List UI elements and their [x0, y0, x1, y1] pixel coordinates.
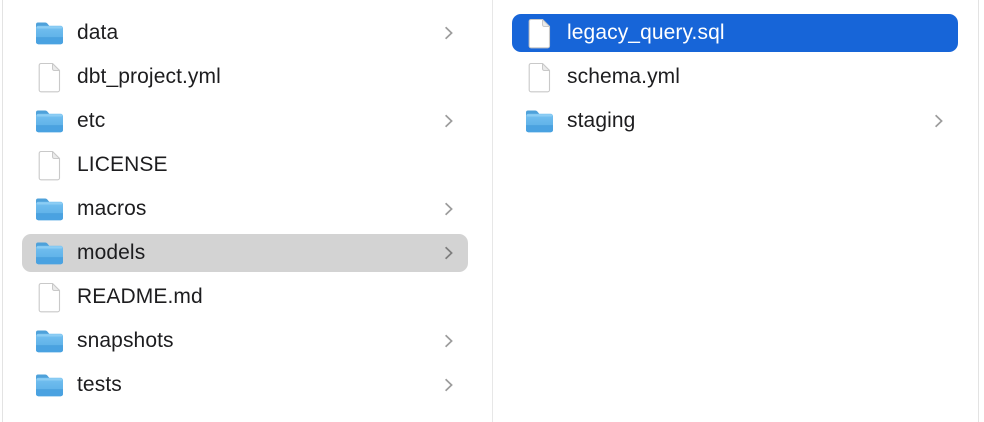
row-data[interactable]: data [22, 14, 468, 52]
row-macros[interactable]: macros [22, 190, 468, 228]
chevron-right-icon [443, 245, 454, 262]
file-name-label: schema.yml [567, 65, 681, 88]
window-right-border [978, 0, 979, 422]
file-name-label: README.md [77, 285, 203, 308]
file-name-label: models [77, 241, 146, 264]
row-staging[interactable]: staging [512, 102, 958, 140]
chevron-right-icon [443, 333, 454, 350]
chevron-right-icon [443, 201, 454, 218]
row-schema-yml[interactable]: schema.yml [512, 58, 958, 96]
row-readme-md[interactable]: README.md [22, 278, 468, 316]
chevron-right-icon [933, 113, 944, 130]
chevron-right-icon [443, 377, 454, 394]
folder-icon [33, 372, 65, 398]
row-tests[interactable]: tests [22, 366, 468, 404]
row-snapshots[interactable]: snapshots [22, 322, 468, 360]
file-name-label: data [77, 21, 119, 44]
chevron-right-icon [443, 25, 454, 42]
column-divider[interactable] [492, 0, 493, 422]
file-name-label: snapshots [77, 329, 174, 352]
folder-icon [33, 196, 65, 222]
file-name-label: dbt_project.yml [77, 65, 221, 88]
folder-icon [33, 240, 65, 266]
row-etc[interactable]: etc [22, 102, 468, 140]
file-name-label: macros [77, 197, 147, 220]
folder-icon [33, 20, 65, 46]
window-left-border [2, 0, 3, 422]
document-icon [523, 62, 555, 93]
row-legacy-query-sql[interactable]: legacy_query.sql [512, 14, 958, 52]
chevron-right-icon [443, 113, 454, 130]
row-models[interactable]: models [22, 234, 468, 272]
folder-icon [523, 108, 555, 134]
document-icon [33, 62, 65, 93]
folder-icon [33, 108, 65, 134]
document-icon [523, 18, 555, 49]
file-name-label: staging [567, 109, 636, 132]
row-license[interactable]: LICENSE [22, 146, 468, 184]
file-name-label: etc [77, 109, 106, 132]
file-name-label: tests [77, 373, 122, 396]
document-icon [33, 150, 65, 181]
folder-icon [33, 328, 65, 354]
document-icon [33, 282, 65, 313]
file-name-label: legacy_query.sql [567, 21, 725, 44]
file-name-label: LICENSE [77, 153, 168, 176]
row-dbt-project-yml[interactable]: dbt_project.yml [22, 58, 468, 96]
